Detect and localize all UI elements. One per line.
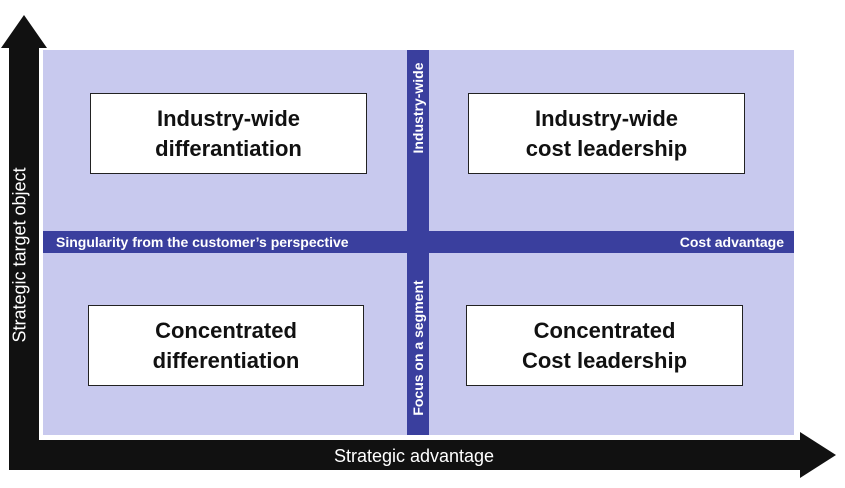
quadrant-industry-wide-cost-leadership: Industry-wide cost leadership: [468, 93, 745, 174]
quadrant-line-2: differantiation: [155, 135, 302, 161]
quadrant-line-1: Concentrated: [155, 317, 297, 343]
x-axis-arrow: [9, 432, 836, 478]
y-axis-title: Strategic target object: [6, 70, 34, 440]
quadrant-concentrated-cost-leadership: Concentrated Cost leadership: [466, 305, 743, 386]
x-axis-title: Strategic advantage: [333, 446, 495, 466]
quadrant-industry-wide-differentiation: Industry-wide differantiation: [90, 93, 367, 174]
vertical-band: [407, 50, 429, 435]
quadrant-line-2: differentiation: [152, 347, 300, 373]
quadrant-line-2: Cost leadership: [521, 347, 688, 373]
quadrant-concentrated-differentiation: Concentrated differentiation: [88, 305, 364, 386]
y-axis-arrow: [1, 15, 47, 470]
quadrant-line-2: cost leadership: [525, 135, 688, 161]
quadrant-line-1: Industry-wide: [156, 105, 300, 131]
y-axis-title-text: Strategic target object: [9, 167, 30, 343]
band-label-cost-advantage: Cost advantage: [679, 234, 784, 250]
quadrant-line-1: Concentrated: [533, 317, 676, 343]
quadrant-line-1: Industry-wide: [534, 105, 678, 131]
band-label-singularity: Singularity from the customer’s perspect…: [56, 234, 349, 250]
